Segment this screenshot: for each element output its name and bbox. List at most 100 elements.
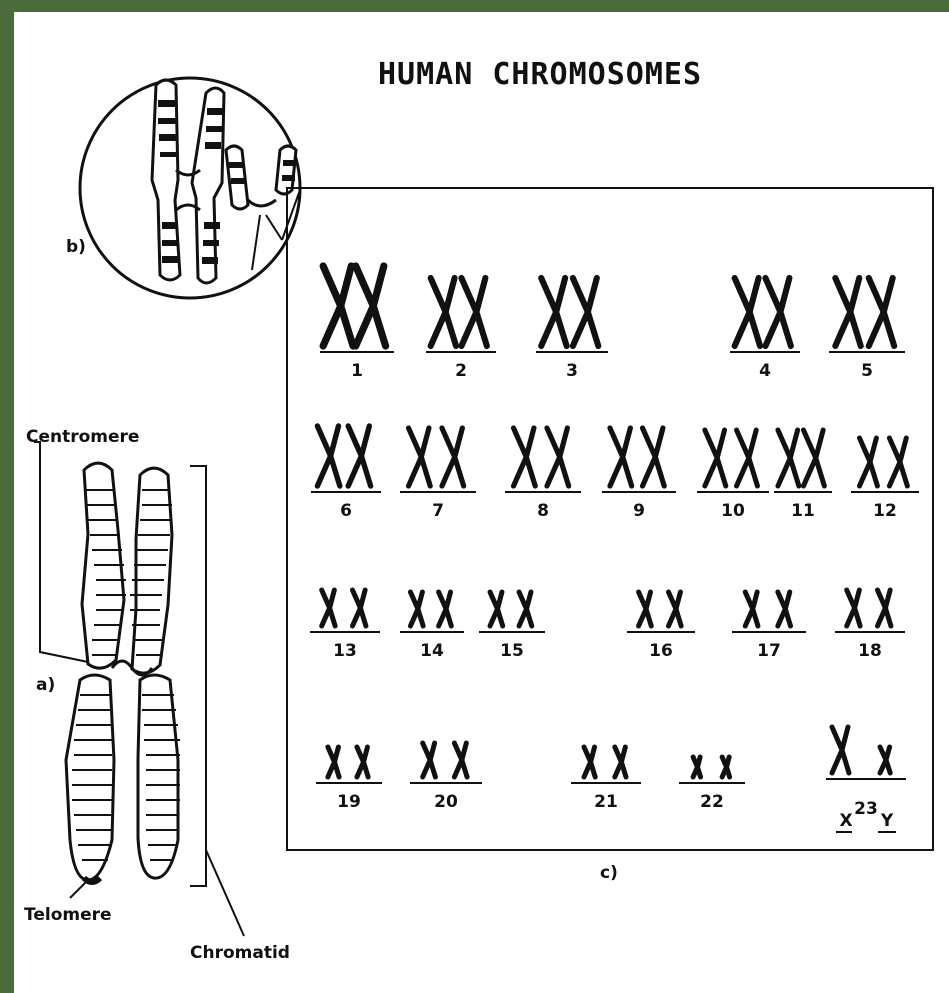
label-a: a) — [36, 675, 55, 695]
chromosome-18-a — [847, 590, 860, 626]
chromosome-20-a — [423, 743, 436, 777]
label-telomere: Telomere — [24, 905, 112, 925]
pair-number-15: 15 — [500, 641, 524, 661]
chromosome-11-b — [803, 430, 824, 486]
pair-number-13: 13 — [333, 641, 357, 661]
chromosome-pair-3: 3 — [536, 278, 608, 381]
pair-number-21: 21 — [594, 792, 618, 812]
pair-number-10: 10 — [721, 501, 745, 521]
chromosome-pair-12: 12 — [851, 438, 919, 521]
chromosome-pair-18: 18 — [835, 590, 905, 661]
chromosome-7-b — [442, 428, 464, 486]
chromosome-pair-14: 14 — [400, 592, 464, 661]
chromosome-13-b — [352, 590, 365, 626]
pair-number-9: 9 — [633, 501, 645, 521]
sex-chromosomes — [826, 727, 906, 779]
label-centromere: Centromere — [26, 427, 139, 447]
chromosome-2-b — [461, 278, 486, 346]
sex-chromosome-x-label: X — [839, 811, 852, 831]
pair-number-17: 17 — [757, 641, 781, 661]
chromosome-pair-5: 5 — [829, 278, 905, 381]
chromosome-pair-22: 22 — [679, 757, 745, 812]
chromosome-11-a — [778, 430, 799, 486]
chromosome-2-a — [431, 278, 456, 346]
label-c: c) — [600, 863, 618, 883]
chromosome-22-b — [722, 757, 729, 777]
chromosome-pair-6: 6 — [311, 426, 381, 521]
pair-number-3: 3 — [566, 361, 578, 381]
chromosome-3-b — [573, 278, 598, 346]
label-b: b) — [66, 237, 86, 257]
chromosome-10-b — [737, 430, 758, 486]
chromosome-pair-13: 13 — [310, 590, 380, 661]
pair-number-22: 22 — [700, 792, 724, 812]
chromosome-pair-20: 20 — [410, 743, 482, 812]
chromosome-21-a — [584, 747, 595, 777]
chromosome-pair-17: 17 — [732, 592, 806, 661]
pair-number-16: 16 — [649, 641, 673, 661]
chromosome-15-a — [490, 592, 503, 626]
sex-chromosome-y-label: Y — [880, 811, 894, 831]
chromosome-5-a — [835, 278, 860, 346]
pair-number-4: 4 — [759, 361, 771, 381]
chromosome-6-b — [348, 426, 370, 486]
pair-number-1: 1 — [351, 361, 363, 381]
chromosome-x — [832, 727, 849, 773]
chromosome-1-a — [323, 266, 353, 346]
pair-number-7: 7 — [432, 501, 444, 521]
pair-number-18: 18 — [858, 641, 882, 661]
chromosome-8-b — [547, 428, 569, 486]
chromosome-pair-16: 16 — [627, 592, 695, 661]
chromosome-pair-1: 1 — [320, 266, 394, 381]
chromosome-pair-11: 11 — [774, 430, 832, 521]
chromosome-20-b — [454, 743, 467, 777]
label-chromatid: Chromatid — [190, 943, 290, 963]
chromosome-21-b — [615, 747, 626, 777]
chromosome-16-b — [668, 592, 681, 626]
sex-chromosome-pair-number: 23 — [854, 799, 878, 819]
pair-number-8: 8 — [537, 501, 549, 521]
chromosome-19-b — [357, 747, 368, 777]
panel-a-chromosome: Centromere Telomere Chromatid a) — [24, 427, 290, 963]
pair-number-14: 14 — [420, 641, 444, 661]
pair-number-2: 2 — [455, 361, 467, 381]
pair-number-11: 11 — [791, 501, 815, 521]
pair-number-19: 19 — [337, 792, 361, 812]
chromosome-7-a — [409, 428, 431, 486]
diagram-title: HUMAN CHROMOSOMES — [378, 57, 702, 92]
chromosome-12-a — [859, 438, 877, 486]
chromosome-6-a — [317, 426, 339, 486]
pair-number-20: 20 — [434, 792, 458, 812]
chromosome-5-b — [869, 278, 894, 346]
chromosome-pair-8: 8 — [505, 428, 581, 521]
chromosome-10-a — [705, 430, 726, 486]
chromosome-16-a — [639, 592, 652, 626]
chromosome-14-a — [410, 592, 423, 626]
chromosome-pair-19: 19 — [316, 747, 382, 812]
chromosome-pair-10: 10 — [697, 430, 769, 521]
chromosome-8-a — [514, 428, 536, 486]
chromosome-pair-21: 21 — [571, 747, 641, 812]
chromosome-4-b — [765, 278, 790, 346]
chromosome-pair-2: 2 — [426, 278, 496, 381]
chromosome-9-b — [643, 428, 665, 486]
panel-b-circle: b) — [66, 78, 300, 298]
chromosome-15-b — [519, 592, 532, 626]
chromosome-13-a — [322, 590, 335, 626]
panel-c-karyotype: 12345678910111213141516171819202122 c) X… — [287, 188, 933, 883]
chromosome-14-b — [439, 592, 452, 626]
chromosome-pair-7: 7 — [400, 428, 476, 521]
chromosome-pair-4: 4 — [730, 278, 800, 381]
pair-number-12: 12 — [873, 501, 897, 521]
chromosome-9-a — [610, 428, 632, 486]
pair-number-6: 6 — [340, 501, 352, 521]
chromosome-17-b — [778, 592, 791, 626]
pair-number-5: 5 — [861, 361, 873, 381]
chromosome-22-a — [693, 757, 700, 777]
chromosome-3-a — [541, 278, 566, 346]
chromosome-pair-9: 9 — [602, 428, 676, 521]
chromosome-1-b — [356, 266, 386, 346]
chromosome-y — [880, 747, 890, 773]
